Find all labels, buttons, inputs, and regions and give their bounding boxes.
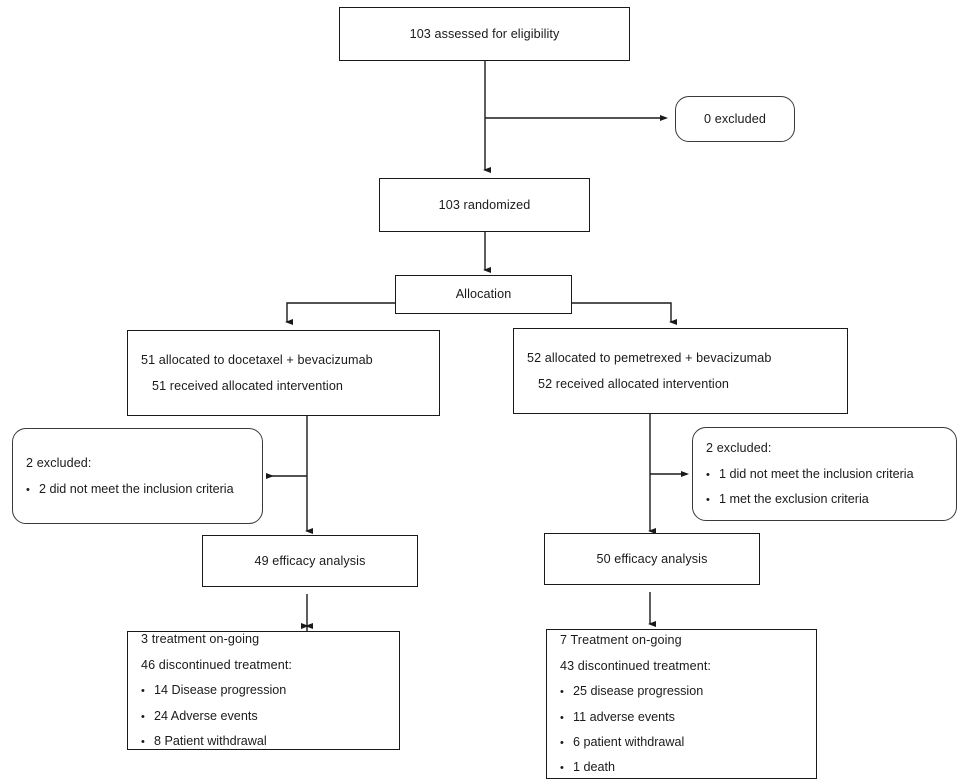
node-allocation-right[interactable]: 52 allocated to pemetrexed + bevacizumab… — [513, 328, 848, 414]
node-efficacy-left[interactable]: 49 efficacy analysis — [202, 535, 418, 587]
outcome-right-item-0: • 25 disease progression — [547, 684, 816, 698]
node-allocation-header[interactable]: Allocation — [395, 275, 572, 314]
node-randomized[interactable]: 103 randomized — [379, 178, 590, 232]
bullet-icon: • — [141, 685, 145, 698]
outcome-left-item-0-label: 14 Disease progression — [154, 683, 287, 698]
node-excluded-left[interactable]: 2 excluded: • 2 did not meet the inclusi… — [12, 428, 263, 524]
outcome-right-item-1-label: 11 adverse events — [573, 709, 675, 724]
node-allocation-left[interactable]: 51 allocated to docetaxel + bevacizumab … — [127, 330, 440, 416]
bullet-icon: • — [560, 762, 564, 775]
bullet-icon: • — [141, 710, 145, 723]
excluded-right-item-0-label: 1 did not meet the inclusion criteria — [719, 466, 914, 481]
outcome-right-line2: 43 discontinued treatment: — [560, 658, 712, 673]
randomized-label: 103 randomized — [438, 197, 531, 212]
node-excluded-right[interactable]: 2 excluded: • 1 did not meet the inclusi… — [692, 427, 957, 521]
connector-allocation-to-left-arm — [285, 302, 395, 325]
outcome-right-item-0-label: 25 disease progression — [573, 684, 704, 699]
bullet-icon: • — [560, 711, 564, 724]
bullet-icon: • — [706, 494, 710, 507]
assessed-label: 103 assessed for eligibility — [409, 26, 560, 41]
outcome-right-item-2: • 6 patient withdrawal — [547, 735, 816, 749]
excluded-left-heading: 2 excluded: — [26, 456, 92, 471]
excluded-left-item-0: • 2 did not meet the inclusion criteria — [13, 482, 262, 496]
outcome-left-item-2-label: 8 Patient withdrawal — [154, 734, 267, 749]
alloc-left-line2: 51 received allocated intervention — [152, 378, 344, 393]
excluded-right-heading: 2 excluded: — [706, 441, 772, 456]
node-outcome-left[interactable]: 3 treatment on-going 46 discontinued tre… — [127, 631, 400, 750]
node-efficacy-right[interactable]: 50 efficacy analysis — [544, 533, 760, 585]
outcome-right-item-3-label: 1 death — [573, 760, 616, 775]
outcome-right-item-1: • 11 adverse events — [547, 710, 816, 724]
excluded-right-item-0: • 1 did not meet the inclusion criteria — [693, 467, 956, 481]
excluded-left-item-0-label: 2 did not meet the inclusion criteria — [39, 481, 234, 496]
outcome-left-item-1: • 24 Adverse events — [128, 709, 399, 723]
outcome-left-item-0: • 14 Disease progression — [128, 683, 399, 697]
outcome-right-item-2-label: 6 patient withdrawal — [573, 734, 685, 749]
outcome-right-line1: 7 Treatment on-going — [560, 633, 682, 648]
alloc-right-line1: 52 allocated to pemetrexed + bevacizumab — [527, 351, 772, 366]
excluded-right-item-1: • 1 met the exclusion criteria — [693, 492, 956, 506]
bullet-icon: • — [560, 736, 564, 749]
bullet-icon: • — [141, 736, 145, 749]
node-excluded-top[interactable]: 0 excluded — [675, 96, 795, 142]
outcome-left-item-2: • 8 Patient withdrawal — [128, 734, 399, 748]
node-assessed-for-eligibility[interactable]: 103 assessed for eligibility — [339, 7, 630, 61]
excluded-right-item-1-label: 1 met the exclusion criteria — [719, 492, 869, 507]
bullet-icon: • — [26, 483, 30, 496]
efficacy-left-label: 49 efficacy analysis — [254, 553, 366, 568]
outcome-left-line2: 46 discontinued treatment: — [141, 657, 293, 672]
alloc-left-line1: 51 allocated to docetaxel + bevacizumab — [141, 353, 373, 368]
outcome-right-item-3: • 1 death — [547, 760, 816, 774]
bullet-icon: • — [706, 468, 710, 481]
node-outcome-right[interactable]: 7 Treatment on-going 43 discontinued tre… — [546, 629, 817, 779]
outcome-left-item-1-label: 24 Adverse events — [154, 708, 258, 723]
allocation-label: Allocation — [455, 287, 512, 302]
excluded-top-label: 0 excluded — [704, 111, 766, 126]
efficacy-right-label: 50 efficacy analysis — [596, 551, 708, 566]
connector-allocation-to-right-arm — [572, 302, 677, 325]
alloc-right-line2: 52 received allocated intervention — [538, 376, 730, 391]
bullet-icon: • — [560, 686, 564, 699]
outcome-left-line1: 3 treatment on-going — [141, 632, 260, 647]
